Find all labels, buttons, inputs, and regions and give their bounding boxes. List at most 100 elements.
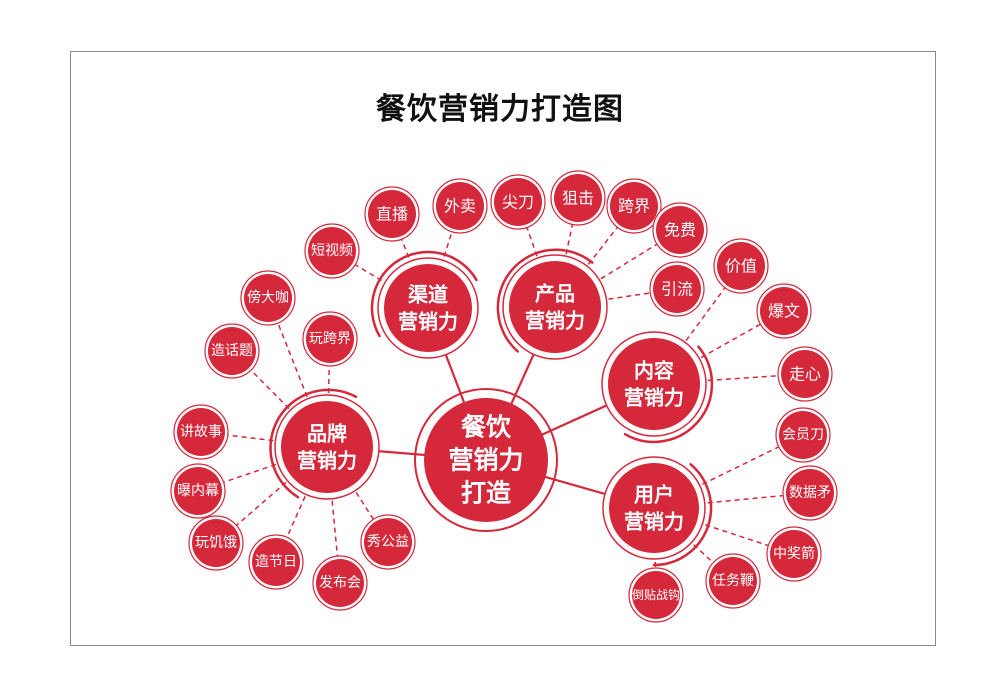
leaf-label: 爆文 <box>768 302 800 321</box>
hub-label: 品牌 <box>307 422 347 446</box>
leaf-node: 中奖箭 <box>766 526 822 582</box>
leaf-node: 引流 <box>649 261 705 317</box>
dashed-connector <box>554 229 681 308</box>
leaf-label: 免费 <box>664 221 696 240</box>
leaf-node: 数据矛 <box>782 465 838 521</box>
leaf-circle <box>192 519 240 567</box>
leaf-circle <box>656 206 704 254</box>
leaf-label: 狙击 <box>562 189 594 208</box>
leaf-circle <box>208 327 256 375</box>
hub-circle <box>384 264 472 352</box>
leaf-label: 尖刀 <box>502 193 534 212</box>
leaf-label: 会员刀 <box>782 427 824 443</box>
leaf-node: 狙击 <box>550 170 606 226</box>
leaf-label: 倒贴战钩 <box>632 588 680 602</box>
dashed-connector <box>653 265 742 385</box>
leaf-label: 傍大咖 <box>247 289 289 306</box>
leaf-circle <box>436 182 484 230</box>
center-label: 餐饮 <box>461 413 512 442</box>
hub-circle <box>281 401 373 493</box>
dashed-connector <box>653 310 785 385</box>
leaf-node: 短视频 <box>304 223 360 279</box>
leaf-node: 尖刀 <box>490 174 546 230</box>
leaf-circle <box>174 467 222 515</box>
leaf-label: 秀公益 <box>367 534 409 550</box>
hub-circle <box>509 261 601 353</box>
leaf-circle <box>364 518 412 566</box>
leaf-circle <box>717 242 765 290</box>
leaf-circle <box>760 287 808 335</box>
leaf-label: 直播 <box>376 205 408 224</box>
leaf-circle <box>709 557 757 605</box>
leaf-circle <box>368 190 416 238</box>
leaf-circle <box>554 174 602 222</box>
hub-accent-arc <box>652 463 713 567</box>
leaf-node: 会员刀 <box>775 407 831 463</box>
hub-label: 营销力 <box>525 309 585 333</box>
leaf-circle <box>610 182 658 230</box>
leaf-label: 外卖 <box>444 197 476 216</box>
hub-label: 用户 <box>634 483 674 507</box>
leaf-label: 跨界 <box>618 197 650 216</box>
leaf-node: 价值 <box>713 238 769 294</box>
center-label: 营销力 <box>448 446 523 475</box>
leaf-circle <box>306 315 354 363</box>
leaf-node: 爆文 <box>756 283 812 339</box>
nodes: 餐饮营销力打造品牌营销力渠道营销力产品营销力内容营销力用户营销力傍大咖玩跨界造话… <box>170 170 838 623</box>
diagram-title: 餐饮营销力打造图 <box>376 92 624 127</box>
leaf-node: 玩跨界 <box>302 311 358 367</box>
leaf-node: 造话题 <box>204 323 260 379</box>
leaf-circle <box>632 571 680 619</box>
leaf-circle <box>308 227 356 275</box>
hub-circle <box>609 463 699 553</box>
leaf-circle <box>779 411 827 459</box>
leaf-node: 倒贴战钩 <box>628 567 684 623</box>
leaf-label: 造话题 <box>211 343 253 359</box>
leaf-node: 造节日 <box>248 534 304 590</box>
center-circle <box>424 398 548 522</box>
leaf-node: 曝内幕 <box>170 463 226 519</box>
leaf-label: 玩跨界 <box>309 331 351 347</box>
leaf-label: 玩饥饿 <box>195 535 237 551</box>
dashed-connector <box>215 446 328 544</box>
leaf-label: 中奖箭 <box>773 545 815 562</box>
leaf-circle <box>770 530 818 578</box>
center-outer-ring <box>414 388 558 532</box>
leaf-node: 发布会 <box>312 555 368 611</box>
leaf-label: 价值 <box>725 257 757 276</box>
hub-label: 营销力 <box>624 386 684 410</box>
leaf-node: 傍大咖 <box>240 270 296 326</box>
leaf-circle <box>786 469 834 517</box>
leaf-node: 任务鞭 <box>705 553 761 609</box>
leaf-label: 曝内幕 <box>177 483 219 499</box>
hub-accent-arc <box>370 250 478 338</box>
center-node: 餐饮营销力打造 <box>414 388 558 532</box>
dashed-connector <box>653 507 795 555</box>
hub-label: 产品 <box>535 282 575 306</box>
leaf-node: 玩饥饿 <box>188 515 244 571</box>
leaf-circle <box>316 559 364 607</box>
hub-label: 渠道 <box>408 283 448 307</box>
leaf-label: 短视频 <box>311 243 353 259</box>
leaf-circle <box>781 350 829 398</box>
leaf-circle <box>494 178 542 226</box>
leaf-node: 讲故事 <box>173 404 229 460</box>
hub-circle <box>608 338 700 430</box>
leaf-label: 任务鞭 <box>712 573 754 589</box>
leaf-label: 讲故事 <box>180 424 222 440</box>
leaf-circle <box>653 265 701 313</box>
leaf-node: 走心 <box>777 346 833 402</box>
hub-accent-arc <box>623 345 714 444</box>
leaf-label: 造节日 <box>255 554 297 570</box>
hub-label: 营销力 <box>624 510 684 534</box>
hub-label: 营销力 <box>398 310 458 334</box>
leaf-circle <box>177 408 225 456</box>
leaf-label: 引流 <box>661 280 693 299</box>
leaf-node: 外卖 <box>432 178 488 234</box>
hub-label: 内容 <box>634 359 674 383</box>
